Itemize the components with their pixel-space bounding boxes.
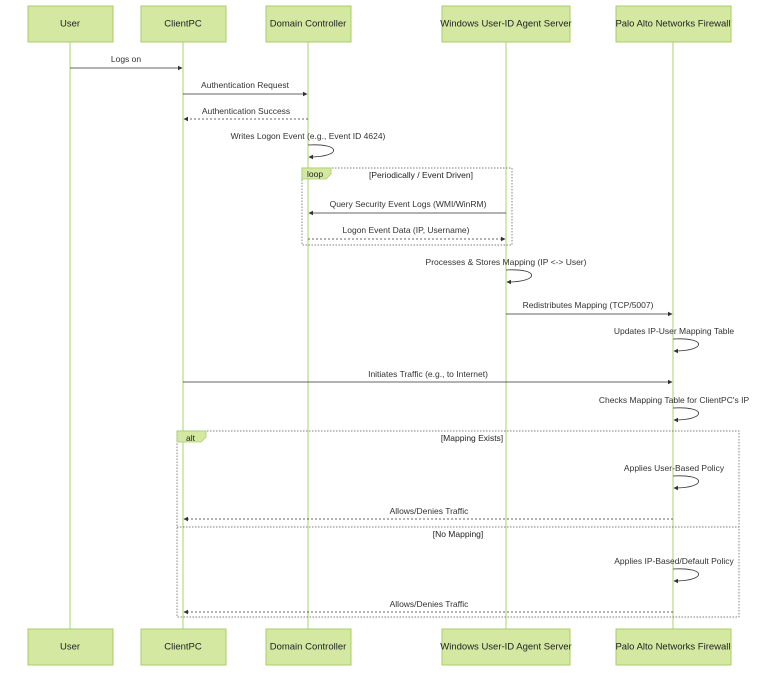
svg-text:Domain Controller: Domain Controller (270, 642, 347, 653)
svg-text:Domain Controller: Domain Controller (270, 19, 347, 30)
svg-text:User: User (60, 19, 80, 30)
msg-logon-data-label: Logon Event Data (IP, Username) (343, 225, 470, 235)
msg-updates-table-arrow (672, 338, 700, 354)
msg-processes-mapping-arrow (505, 269, 533, 285)
actor-user-top: User (27, 5, 114, 43)
msg-writes-event-arrow (307, 144, 335, 160)
actor-firewall-bottom: Palo Alto Networks Firewall (615, 628, 732, 666)
msg-query-logs-label: Query Security Event Logs (WMI/WinRM) (330, 199, 487, 209)
alt-frame: alt [Mapping Exists] [No Mapping] (176, 430, 740, 618)
svg-text:Palo Alto Networks Firewall: Palo Alto Networks Firewall (615, 642, 730, 653)
actor-agent-server-top: Windows User-ID Agent Server (440, 5, 572, 43)
svg-text:Windows User-ID Agent Server: Windows User-ID Agent Server (440, 642, 571, 653)
actor-domain-controller-top: Domain Controller (265, 5, 352, 43)
svg-text:[Periodically / Event Driven]: [Periodically / Event Driven] (369, 170, 473, 180)
svg-text:Windows User-ID Agent Server: Windows User-ID Agent Server (440, 19, 571, 30)
msg-auth-success-label: Authentication Success (202, 106, 290, 116)
svg-text:User: User (60, 642, 80, 653)
msg-auth-request-label: Authentication Request (201, 80, 290, 90)
msg-applies-user-policy-label: Applies User-Based Policy (624, 463, 725, 473)
svg-text:loop: loop (307, 169, 323, 179)
actor-clientpc-bottom: ClientPC (140, 628, 227, 666)
actor-clientpc-top: ClientPC (140, 5, 227, 43)
msg-applies-ip-policy-label: Applies IP-Based/Default Policy (614, 556, 734, 566)
msg-initiates-traffic-label: Initiates Traffic (e.g., to Internet) (368, 369, 488, 379)
svg-text:alt: alt (186, 433, 196, 443)
svg-text:[No Mapping]: [No Mapping] (433, 529, 484, 539)
svg-text:Palo Alto Networks Firewall: Palo Alto Networks Firewall (615, 19, 730, 30)
msg-allows-denies-1-label: Allows/Denies Traffic (390, 506, 469, 516)
loop-frame: loop [Periodically / Event Driven] (301, 167, 513, 246)
msg-checks-table-label: Checks Mapping Table for ClientPC's IP (599, 395, 750, 405)
svg-text:ClientPC: ClientPC (164, 19, 202, 30)
msg-applies-ip-policy-arrow (672, 568, 700, 584)
msg-checks-table-arrow (672, 407, 700, 423)
msg-logs-on-label: Logs on (111, 54, 142, 64)
msg-processes-mapping-label: Processes & Stores Mapping (IP <-> User) (426, 257, 587, 267)
actor-domain-controller-bottom: Domain Controller (265, 628, 352, 666)
msg-applies-user-policy-arrow (672, 475, 700, 491)
msg-updates-table-label: Updates IP-User Mapping Table (614, 326, 735, 336)
msg-allows-denies-2-label: Allows/Denies Traffic (390, 599, 469, 609)
actor-user-bottom: User (27, 628, 114, 666)
msg-writes-event-label: Writes Logon Event (e.g., Event ID 4624) (231, 131, 386, 141)
svg-text:[Mapping Exists]: [Mapping Exists] (441, 433, 503, 443)
svg-text:ClientPC: ClientPC (164, 642, 202, 653)
msg-redistributes-label: Redistributes Mapping (TCP/5007) (523, 300, 654, 310)
actor-firewall-top: Palo Alto Networks Firewall (615, 5, 732, 43)
actor-agent-server-bottom: Windows User-ID Agent Server (440, 628, 572, 666)
